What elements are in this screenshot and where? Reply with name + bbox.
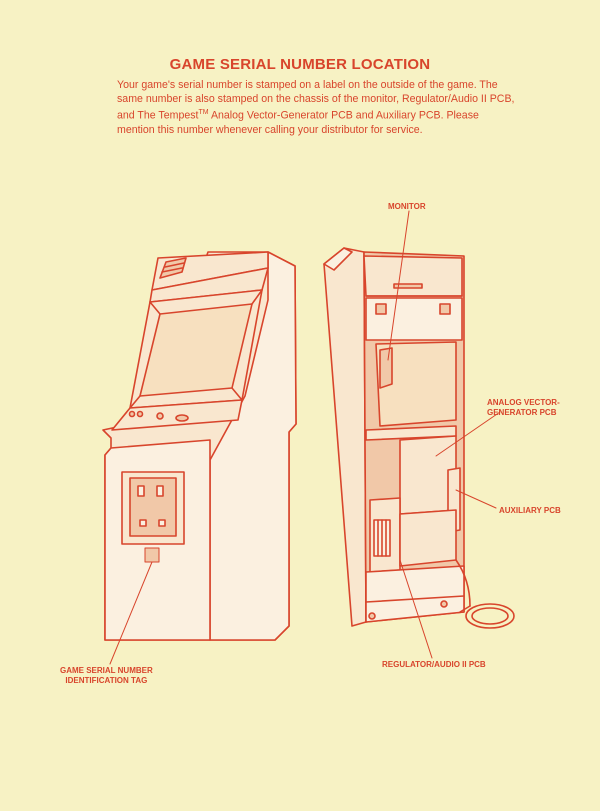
serial-tag-label: GAME SERIAL NUMBER IDENTIFICATION TAG	[60, 666, 153, 686]
trademark-mark: TM	[198, 109, 209, 116]
serial-label-line2: IDENTIFICATION TAG	[65, 676, 148, 685]
regulator-callout	[399, 559, 433, 659]
regulator-label: REGULATOR/AUDIO II PCB	[382, 660, 486, 669]
intro-text-2: Analog Vector-Generator PCB and Auxiliar…	[117, 109, 479, 136]
front-cabinet	[102, 251, 297, 641]
callout-lines	[109, 210, 501, 665]
serial-tag-callout	[109, 561, 153, 665]
auxiliary-callout	[455, 489, 497, 509]
intro-paragraph: Your game's serial number is stamped on …	[117, 78, 517, 137]
intro-text-1: Your game's serial number is stamped on …	[117, 79, 515, 122]
analog-label-line1: ANALOG VECTOR-	[487, 398, 560, 407]
auxiliary-label: AUXILIARY PCB	[499, 506, 561, 515]
monitor-callout	[387, 210, 410, 361]
control-panel	[111, 399, 243, 431]
analog-vector-label: ANALOG VECTOR- GENERATOR PCB	[487, 398, 560, 418]
monitor-label: MONITOR	[388, 202, 426, 211]
analog-label-line2: GENERATOR PCB	[487, 408, 557, 417]
rear-cabinet	[323, 247, 515, 629]
serial-tag	[144, 547, 160, 563]
serial-label-line1: GAME SERIAL NUMBER	[60, 666, 153, 675]
analog-callout	[435, 411, 501, 457]
monitor-chassis	[375, 341, 457, 427]
page-title: GAME SERIAL NUMBER LOCATION	[169, 56, 431, 73]
regulator-audio-pcb	[399, 509, 457, 567]
